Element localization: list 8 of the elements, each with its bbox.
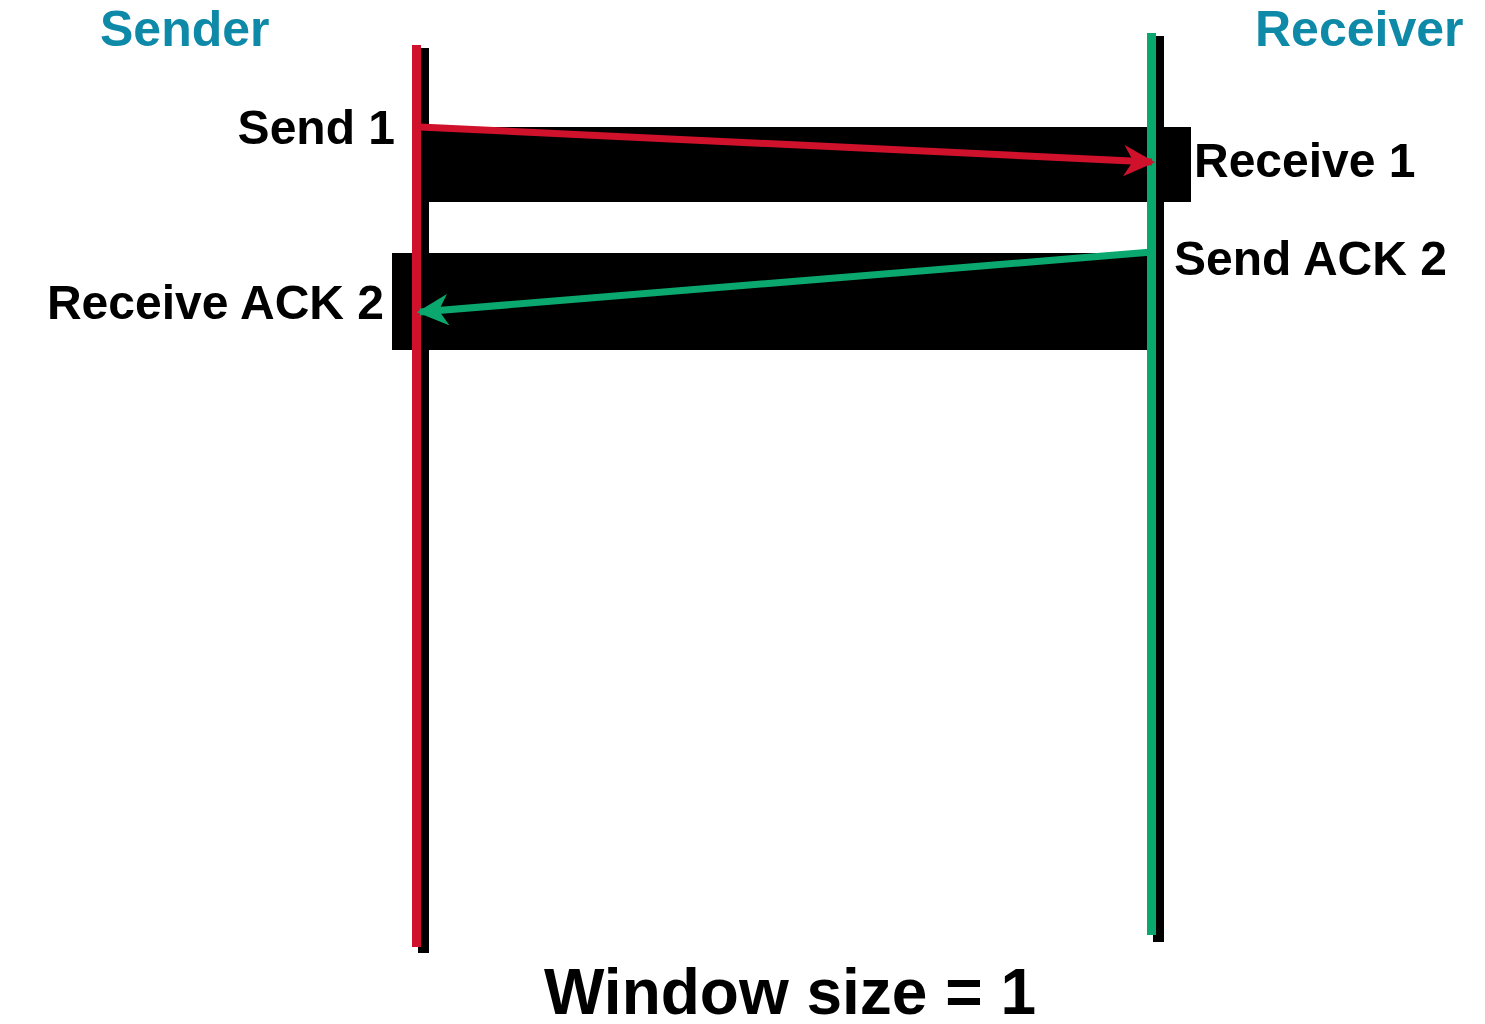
lifeline-heading: Sender — [100, 0, 300, 58]
event-label: Send ACK 2 — [1152, 226, 1485, 291]
caption: Window size = 1 — [543, 955, 1037, 1024]
event-label: Receive ACK 2 — [0, 270, 420, 335]
message-arrow — [419, 123, 1156, 177]
lifeline-heading: Receiver — [1255, 0, 1485, 58]
event-label: Receive 1 — [1152, 128, 1442, 193]
event-label: Send 1 — [200, 95, 420, 160]
